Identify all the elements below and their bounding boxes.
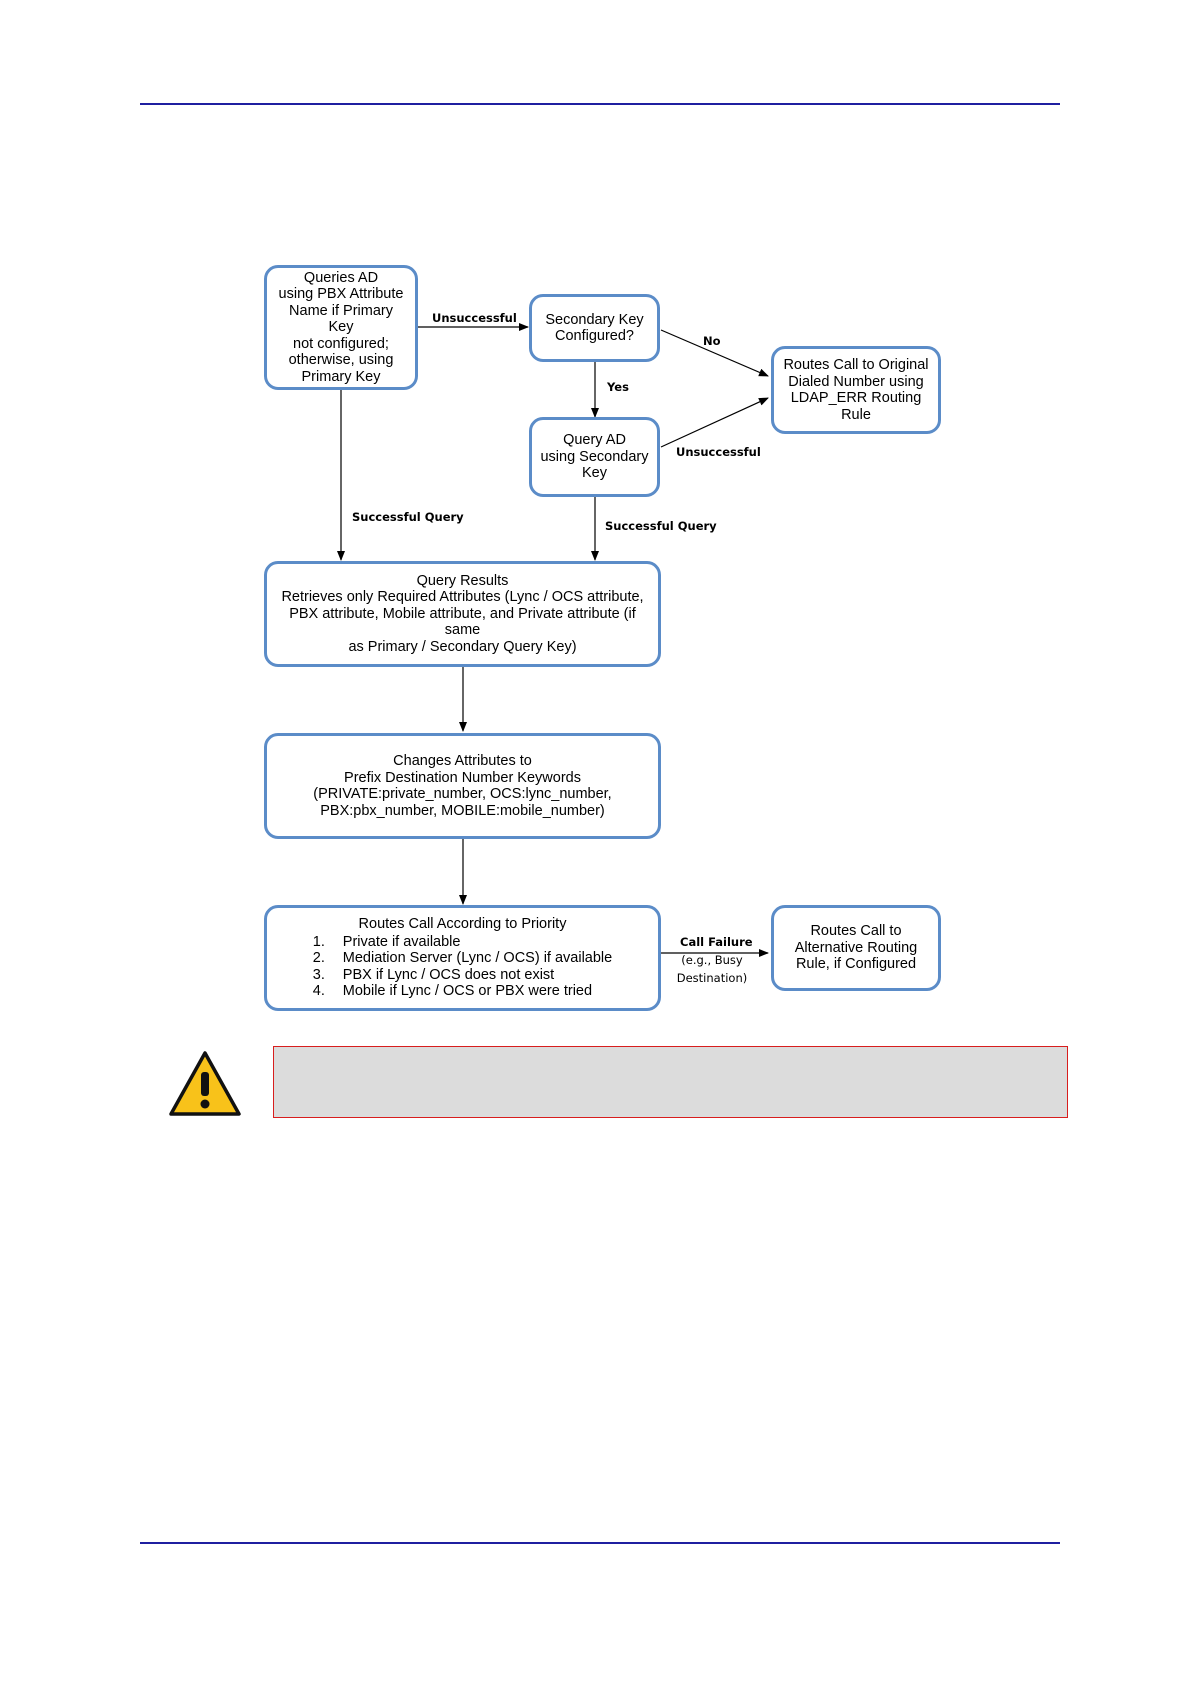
node-routes-alternative: Routes Call to Alternative Routing Rule,… [771,905,941,991]
footer-rule [140,1542,1060,1544]
node-secondary-key: Secondary Key Configured? [529,294,660,362]
edge-label-successful-1: Successful Query [352,510,464,524]
edge-label-no: No [703,334,721,348]
node-routes-priority: Routes Call According to Priority 1.Priv… [264,905,661,1011]
edge-label-call-failure: Call Failure [680,935,753,949]
edge-unsuccessful-2 [660,397,769,448]
node-changes-attributes: Changes Attributes to Prefix Destination… [264,733,661,839]
priority-list: 1.Private if available 2.Mediation Serve… [313,934,612,1000]
edge-label-unsuccessful-2: Unsuccessful [676,445,761,459]
priority-item: 2.Mediation Server (Lync / OCS) if avail… [312,950,613,967]
note-box [273,1046,1068,1118]
edge-label-unsuccessful-1: Unsuccessful [432,311,517,325]
header-rule [140,103,1060,105]
priority-item: 1.Private if available [312,933,461,950]
node-query-secondary: Query AD using Secondary Key [529,417,660,497]
edge-label-yes: Yes [607,380,629,394]
priority-item: 3.PBX if Lync / OCS does not exist [312,966,555,983]
edge-label-call-failure-note: (e.g., Busy Destination) [676,953,748,985]
warning-triangle-icon [169,1051,241,1116]
priority-title: Routes Call According to Priority [358,916,567,933]
node-query-results: Query Results Retrieves only Required At… [264,561,661,667]
edge-no [660,329,769,377]
node-routes-original: Routes Call to Original Dialed Number us… [771,346,941,434]
priority-item: 4.Mobile if Lync / OCS or PBX were tried [312,983,593,1000]
edge-label-successful-2: Successful Query [605,519,717,533]
node-queries-ad: Queries AD using PBX Attribute Name if P… [264,265,418,390]
